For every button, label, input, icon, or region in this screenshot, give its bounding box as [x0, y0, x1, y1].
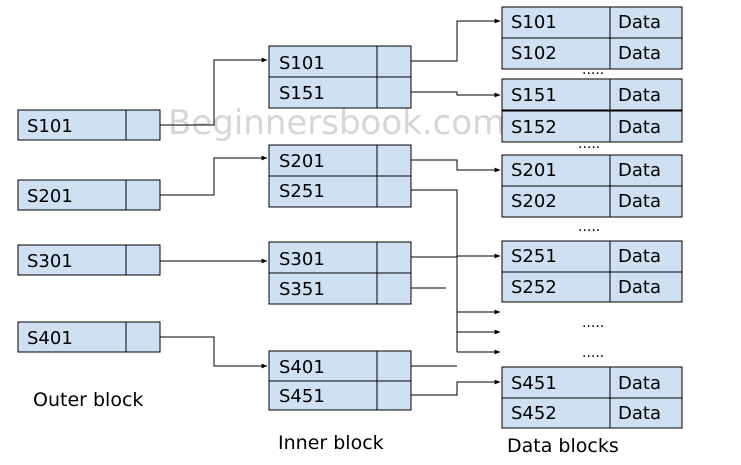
- ellipsis: .....: [582, 62, 604, 78]
- data-block-2: S151 S152 Data Data: [501, 78, 683, 143]
- pointer-connector: [411, 256, 458, 352]
- inner-node-4: S401 S451: [268, 350, 412, 411]
- ellipsis: .....: [582, 345, 604, 361]
- outer-row-s401: S401: [17, 321, 161, 353]
- data-value: Data: [618, 246, 661, 267]
- outer-row-s201: S201: [17, 179, 161, 211]
- watermark: Beginnersbook.com: [168, 103, 505, 143]
- outer-block-label: Outer block: [33, 389, 143, 411]
- data-key: S201: [511, 160, 557, 181]
- inner-key: S151: [279, 83, 325, 104]
- outer-to-inner-arrows: [160, 57, 268, 369]
- data-key: S451: [511, 373, 557, 394]
- data-key: S101: [511, 12, 557, 33]
- data-key: S251: [511, 246, 557, 267]
- data-blocks: S101 S102 Data Data ..... S151 S152 Data…: [501, 6, 683, 429]
- pointer-arrow: [160, 336, 268, 369]
- data-value: Data: [618, 12, 661, 33]
- data-key: S152: [511, 117, 557, 138]
- inner-block: S101 S151 S201 S251 S301 S351 S401 S451: [268, 45, 412, 411]
- ellipsis: .....: [582, 315, 604, 331]
- inner-to-data-arrows: [411, 18, 501, 396]
- data-block-4: S251 S252 Data Data: [501, 240, 683, 303]
- data-value: Data: [618, 373, 661, 394]
- outer-row-s101: S101: [17, 109, 161, 141]
- data-value: Data: [618, 277, 661, 298]
- data-block-1: S101 S102 Data Data: [501, 6, 683, 70]
- inner-key: S101: [279, 53, 325, 74]
- data-value: Data: [618, 43, 661, 64]
- inner-node-1: S101 S151: [268, 45, 412, 109]
- data-key: S202: [511, 191, 557, 212]
- pointer-arrow: [411, 159, 501, 173]
- inner-key: S201: [279, 151, 325, 172]
- data-value: Data: [618, 85, 661, 106]
- data-value: Data: [618, 191, 661, 212]
- data-value: Data: [618, 403, 661, 424]
- data-key: S102: [511, 43, 557, 64]
- pointer-arrow: [160, 57, 268, 126]
- pointer-arrow: [411, 189, 501, 259]
- pointer-arrow: [411, 379, 501, 396]
- ellipsis: .....: [578, 219, 600, 235]
- inner-node-3: S301 S351: [268, 241, 412, 305]
- pointer-arrow: [411, 18, 501, 62]
- data-blocks-label: Data blocks: [507, 435, 619, 457]
- inner-key: S301: [279, 249, 325, 270]
- data-value: Data: [618, 160, 661, 181]
- outer-key: S401: [27, 328, 73, 349]
- data-block-3: S201 S202 Data Data: [501, 154, 683, 218]
- inner-key: S451: [279, 386, 325, 407]
- pointer-arrow: [160, 155, 268, 196]
- outer-key: S201: [27, 186, 73, 207]
- inner-key: S351: [279, 279, 325, 300]
- data-block-5: S451 S452 Data Data: [501, 366, 683, 429]
- data-key: S452: [511, 403, 557, 424]
- outer-key: S301: [27, 251, 73, 272]
- data-key: S252: [511, 277, 557, 298]
- inner-key: S401: [279, 357, 325, 378]
- inner-key: S251: [279, 181, 325, 202]
- data-key: S151: [511, 85, 557, 106]
- ellipsis: .....: [578, 136, 600, 152]
- inner-block-label: Inner block: [278, 432, 384, 454]
- outer-row-s301: S301: [17, 244, 161, 276]
- data-value: Data: [618, 117, 661, 138]
- pointer-arrow: [411, 91, 501, 98]
- outer-block: S101 S201 S301 S401: [17, 109, 161, 353]
- outer-key: S101: [27, 116, 73, 137]
- inner-node-2: S201 S251: [268, 144, 412, 208]
